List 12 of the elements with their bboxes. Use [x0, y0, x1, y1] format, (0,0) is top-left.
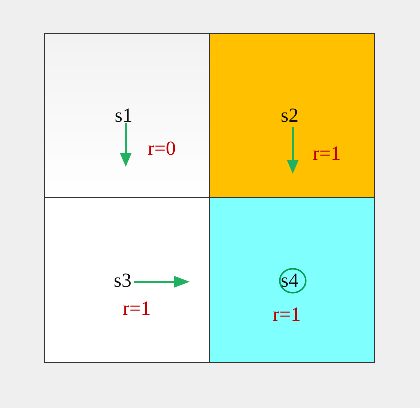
state-label: s4	[281, 271, 299, 291]
state-label: s3	[114, 271, 132, 291]
reward-label: r=1	[273, 305, 301, 325]
state-label: s2	[281, 106, 299, 126]
grid-cell	[44, 33, 210, 198]
reward-label: r=0	[148, 139, 176, 159]
grid-cell	[209, 197, 375, 363]
reward-label: r=1	[313, 144, 341, 164]
grid-cell	[209, 33, 375, 198]
reward-label: r=1	[123, 299, 151, 319]
grid-cell	[44, 197, 210, 363]
state-label: s1	[115, 106, 133, 126]
